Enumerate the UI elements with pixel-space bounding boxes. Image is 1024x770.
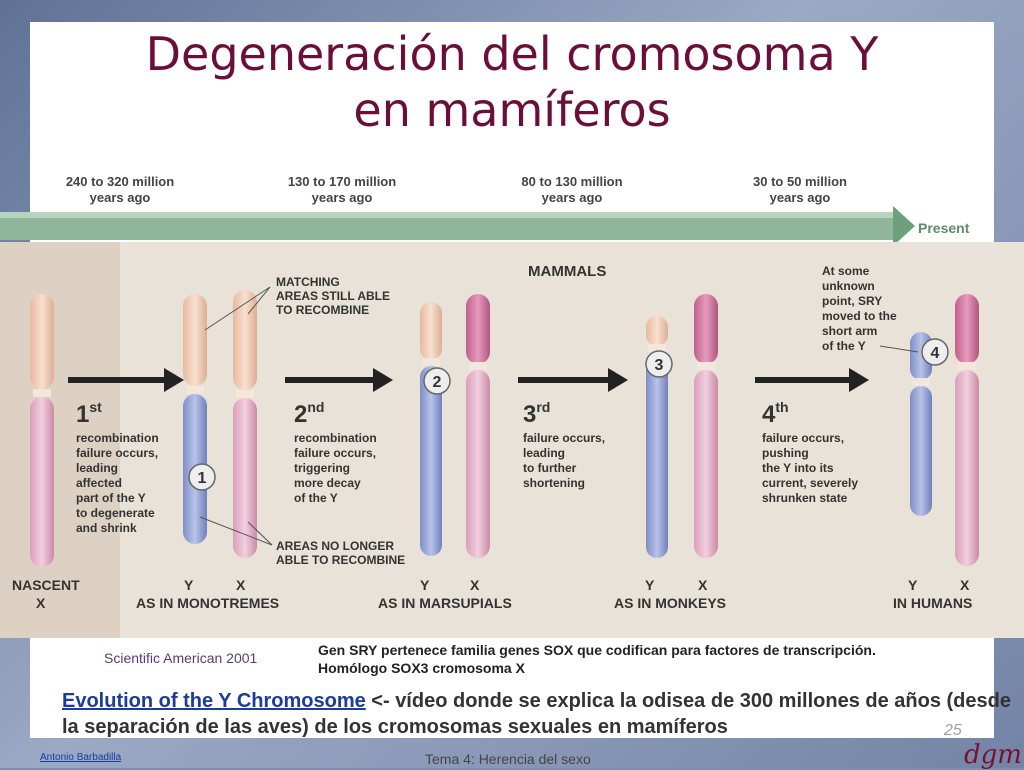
svg-text:X: X <box>470 577 480 593</box>
author-link[interactable]: Antonio Barbadilla <box>40 752 122 763</box>
svg-text:point, SRY: point, SRY <box>822 294 882 308</box>
marker-1: 1 <box>188 463 216 491</box>
svg-text:moved to the: moved to the <box>822 309 897 323</box>
mammals-label: MAMMALS <box>528 263 606 280</box>
no-longer-label: AREAS NO LONGER ABLE TO RECOMBINE <box>276 539 405 567</box>
page-title: Degeneración del cromosoma Y en mamífero… <box>30 26 994 138</box>
marker-2: 2 <box>423 367 451 395</box>
timeline-present-label: Present <box>918 220 970 236</box>
svg-text:4: 4 <box>931 345 940 362</box>
svg-text:to degenerate: to degenerate <box>76 506 155 520</box>
svg-text:unknown: unknown <box>822 279 875 293</box>
page-number: 25 <box>944 722 962 739</box>
svg-text:to further: to further <box>523 461 577 475</box>
marker-4: 4 <box>921 338 949 366</box>
svg-text:AS IN MONOTREMES: AS IN MONOTREMES <box>136 595 279 611</box>
svg-text:At some: At some <box>822 264 870 278</box>
svg-text:the Y into its: the Y into its <box>762 461 834 475</box>
svg-text:X: X <box>698 577 708 593</box>
nascent-chromosome <box>30 294 54 567</box>
svg-text:of the Y: of the Y <box>294 491 338 505</box>
svg-text:failure occurs,: failure occurs, <box>762 431 844 445</box>
svg-text:4th: 4th <box>762 399 789 428</box>
svg-text:triggering: triggering <box>294 461 350 475</box>
svg-text:2nd: 2nd <box>294 399 324 428</box>
svg-text:leading: leading <box>76 461 118 475</box>
timeline-arrow <box>0 206 915 244</box>
svg-text:recombination: recombination <box>76 431 159 445</box>
svg-text:leading: leading <box>523 446 565 460</box>
marker-3: 3 <box>645 350 673 378</box>
matching-areas-label: MATCHING AREAS STILL ABLE TO RECOMBINE <box>276 275 390 317</box>
svg-text:shrunken state: shrunken state <box>762 491 848 505</box>
svg-text:NASCENT: NASCENT <box>12 577 80 593</box>
step-1-text: 1st recombination failure occurs, leadin… <box>76 399 159 535</box>
chromosome-captions: NASCENT X Y X AS IN MONOTREMES Y X AS IN… <box>12 577 972 611</box>
svg-text:Y: Y <box>184 577 194 593</box>
video-link[interactable]: Evolution of the Y Chromosome <box>62 690 366 712</box>
svg-text:and shrink: and shrink <box>76 521 137 535</box>
svg-text:IN HUMANS: IN HUMANS <box>893 595 972 611</box>
step-arrows <box>68 368 869 392</box>
svg-text:3rd: 3rd <box>523 399 550 428</box>
figure-panel-left-shade <box>0 242 120 638</box>
svg-text:X: X <box>960 577 970 593</box>
svg-text:1: 1 <box>198 470 207 487</box>
svg-text:Y: Y <box>645 577 655 593</box>
svg-text:failure occurs,: failure occurs, <box>76 446 158 460</box>
svg-text:Y: Y <box>908 577 918 593</box>
svg-text:more decay: more decay <box>294 476 361 490</box>
svg-text:3: 3 <box>655 357 664 374</box>
svg-text:X: X <box>36 595 46 611</box>
monkeys-chromosomes <box>646 294 718 558</box>
step-4-text: 4th failure occurs, pushing the Y into i… <box>762 399 858 505</box>
sry-note: At some unknown point, SRY moved to the … <box>822 264 897 353</box>
svg-text:TO RECOMBINE: TO RECOMBINE <box>276 303 369 317</box>
svg-text:short arm: short arm <box>822 324 877 338</box>
svg-text:AS IN MONKEYS: AS IN MONKEYS <box>614 595 726 611</box>
title-line-2: en mamíferos <box>353 83 671 137</box>
svg-text:of the Y: of the Y <box>822 339 866 353</box>
video-description: Evolution of the Y Chromosome <- vídeo d… <box>62 688 1012 740</box>
dgm-logo: dgm <box>964 740 1022 770</box>
svg-text:AS IN MARSUPIALS: AS IN MARSUPIALS <box>378 595 512 611</box>
svg-text:AREAS STILL ABLE: AREAS STILL ABLE <box>276 289 390 303</box>
marsupials-chromosomes <box>420 294 490 558</box>
svg-text:1st: 1st <box>76 399 102 428</box>
svg-text:failure occurs,: failure occurs, <box>523 431 605 445</box>
title-line-1: Degeneración del cromosoma Y <box>145 27 879 81</box>
svg-text:2: 2 <box>433 374 442 391</box>
svg-text:shortening: shortening <box>523 476 585 490</box>
step-2-text: 2nd recombination failure occurs, trigge… <box>294 399 377 505</box>
svg-text:pushing: pushing <box>762 446 809 460</box>
video-description-rest: <- vídeo donde se explica la odisea de 3… <box>62 690 1011 738</box>
sry-note-text: Gen SRY pertenece familia genes SOX que … <box>318 642 876 676</box>
svg-text:MATCHING: MATCHING <box>276 275 340 289</box>
humans-chromosomes <box>879 294 979 566</box>
figure-panel: 1 2 3 4 MAMMALS MATCHING AREAS STILL ABL… <box>0 242 1024 638</box>
svg-text:recombination: recombination <box>294 431 377 445</box>
footer-topic: Tema 4: Herencia del sexo <box>425 751 591 767</box>
svg-text:part of the Y: part of the Y <box>76 491 146 505</box>
svg-text:ABLE TO RECOMBINE: ABLE TO RECOMBINE <box>276 553 405 567</box>
figure-credit: Scientific American 2001 <box>104 650 258 666</box>
svg-text:failure occurs,: failure occurs, <box>294 446 376 460</box>
chromosome-diagram: 1 2 3 4 MAMMALS MATCHING AREAS STILL ABL… <box>12 263 979 611</box>
svg-text:affected: affected <box>76 476 122 490</box>
svg-text:AREAS NO LONGER: AREAS NO LONGER <box>276 539 394 553</box>
svg-text:Y: Y <box>420 577 430 593</box>
svg-text:current, severely: current, severely <box>762 476 858 490</box>
svg-text:X: X <box>236 577 246 593</box>
step-3-text: 3rd failure occurs, leading to further s… <box>523 399 605 490</box>
monotremes-chromosomes <box>183 286 273 558</box>
